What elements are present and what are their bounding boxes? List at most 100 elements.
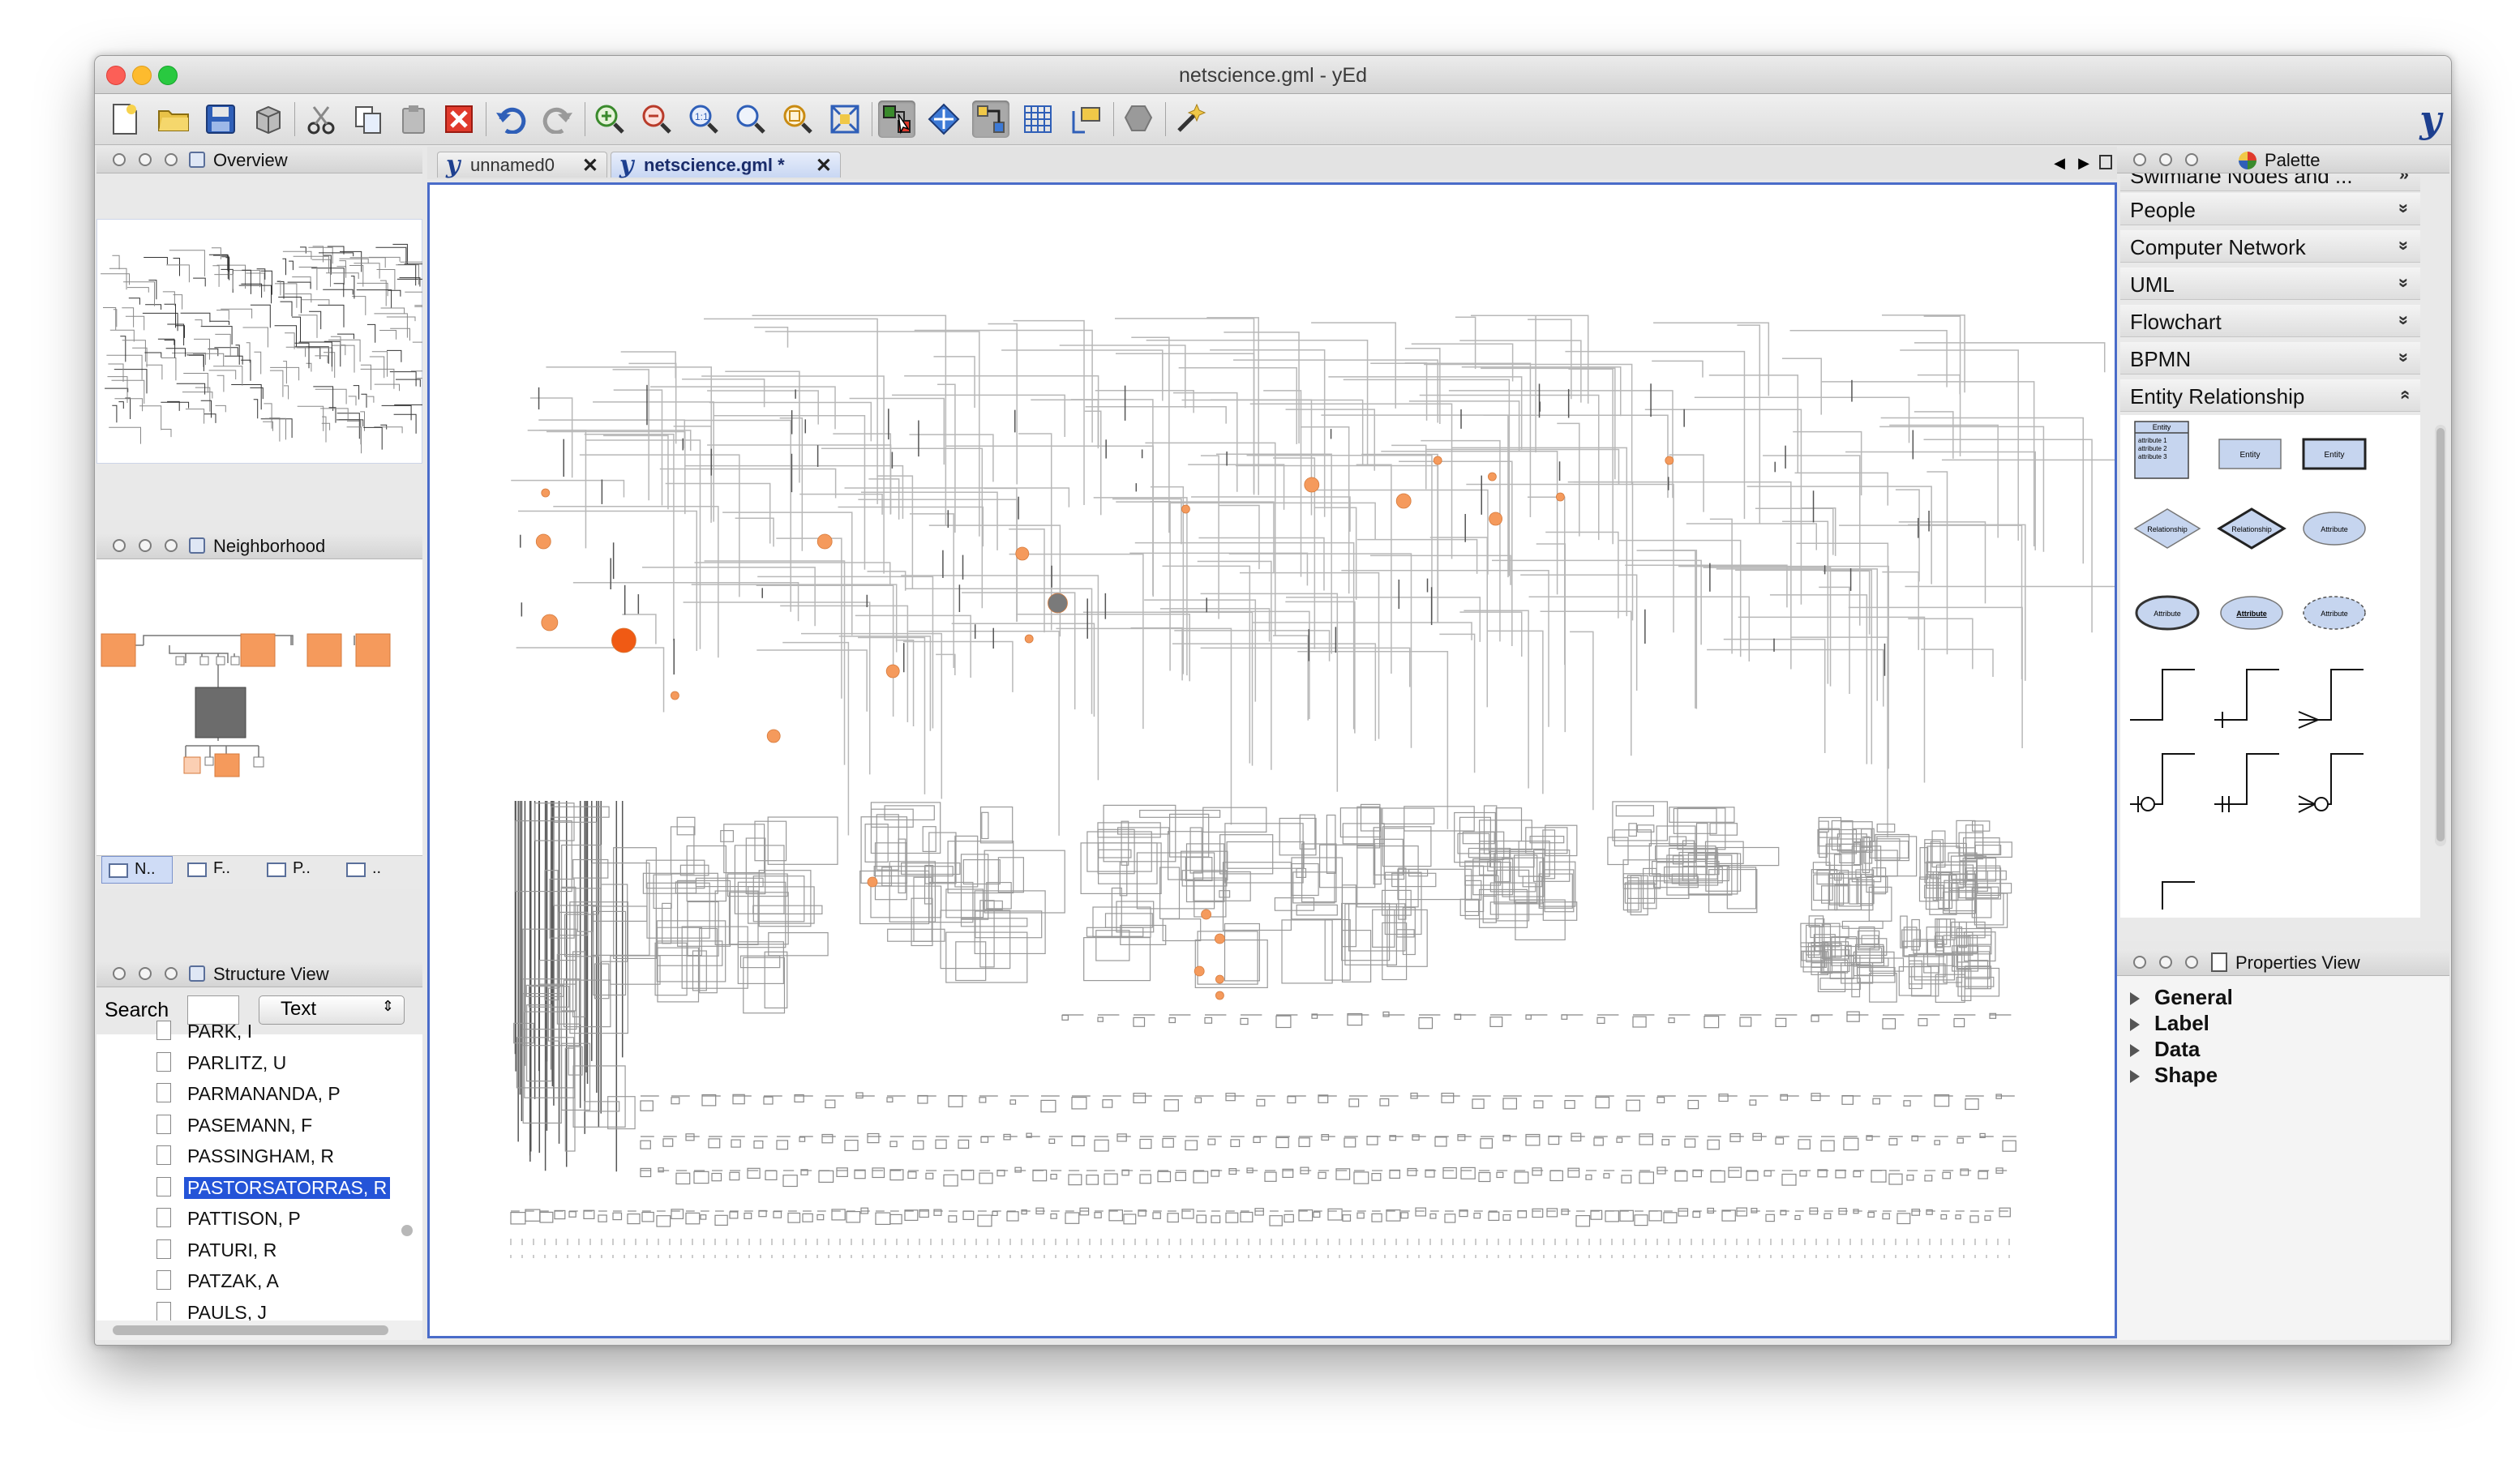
structure-tree-item[interactable]: PARLITZ, U	[103, 1049, 392, 1078]
graph-node[interactable]	[1215, 991, 1224, 1000]
graph-node[interactable]	[1215, 974, 1224, 984]
close-tab-icon[interactable]: ✕	[815, 155, 832, 177]
er-entity-strong[interactable]: Entity	[2302, 438, 2367, 470]
property-section-shape[interactable]: Shape	[2130, 1063, 2218, 1089]
er-attribute[interactable]: Attribute	[2303, 512, 2366, 546]
overview-thumbnail[interactable]	[96, 219, 422, 464]
er-entity-with-attributes[interactable]: Entity attribute 1 attribute 2 attribute…	[2134, 421, 2189, 479]
er-attribute-multivalued[interactable]: Attribute	[2135, 595, 2200, 631]
palette-scrollbar[interactable]	[2435, 425, 2446, 846]
vertical-scroll-thumb[interactable]	[401, 1225, 413, 1236]
zoom-area-icon[interactable]	[732, 101, 769, 138]
panel-maximize-icon[interactable]	[165, 967, 178, 980]
structure-tree-item[interactable]: PASEMANN, F	[103, 1111, 392, 1141]
zoom-out-icon[interactable]	[638, 101, 675, 138]
graph-node[interactable]	[816, 533, 833, 550]
graph-node[interactable]	[1181, 504, 1190, 514]
graph-node[interactable]	[867, 876, 878, 888]
graph-node[interactable]	[766, 729, 781, 743]
property-section-data[interactable]: Data	[2130, 1037, 2200, 1063]
graph-canvas[interactable]	[427, 182, 2160, 1338]
tab-scroll-left-icon[interactable]: ◀	[2054, 155, 2065, 171]
zoom-window-button[interactable]	[158, 66, 178, 85]
zoom-original-icon[interactable]: 1:1	[685, 101, 722, 138]
graph-node[interactable]	[1665, 456, 1674, 465]
undo-icon[interactable]	[492, 101, 529, 138]
graph-node[interactable]	[535, 533, 551, 550]
graph-node[interactable]	[1201, 909, 1211, 920]
structure-tree-item[interactable]: PASTORSATORRAS, R	[103, 1174, 392, 1203]
graph-node[interactable]	[1024, 634, 1034, 644]
property-section-general[interactable]: General	[2130, 985, 2233, 1011]
structure-tree-item[interactable]: PASSINGHAM, R	[103, 1142, 392, 1171]
graph-node[interactable]	[1304, 477, 1320, 493]
palette-section-flowchart[interactable]: Flowchart»	[2120, 305, 2420, 337]
minimize-window-button[interactable]	[132, 66, 152, 85]
graph-node[interactable]	[541, 488, 551, 498]
er-attribute-derived[interactable]: Attribute	[2303, 596, 2366, 630]
neighborhood-graph[interactable]	[96, 559, 422, 851]
copy-icon[interactable]	[349, 101, 387, 138]
panel-minimize-icon[interactable]	[139, 153, 152, 166]
panel-maximize-icon[interactable]	[165, 153, 178, 166]
graph-node[interactable]	[1433, 456, 1442, 465]
navigation-mode-icon[interactable]	[925, 101, 962, 138]
save-document-icon[interactable]	[202, 101, 239, 138]
tab-unnamed0[interactable]: y unnamed0 ✕	[437, 151, 607, 179]
er-edge-one[interactable]	[2214, 669, 2279, 728]
palette-section-uml[interactable]: UML»	[2120, 268, 2420, 300]
panel-minimize-icon[interactable]	[139, 967, 152, 980]
graph-node[interactable]	[1215, 933, 1225, 944]
cut-icon[interactable]	[302, 101, 340, 138]
structure-tree-item[interactable]: PATURI, R	[103, 1236, 392, 1265]
graph-node[interactable]	[1194, 965, 1205, 977]
close-tab-icon[interactable]: ✕	[581, 155, 598, 177]
structure-tree-item[interactable]: PATZAK, A	[103, 1267, 392, 1296]
panel-close-icon[interactable]	[113, 539, 126, 552]
tab-netscience[interactable]: y netscience.gml * ✕	[611, 151, 841, 179]
tab-neighborhood[interactable]: N..	[101, 856, 173, 884]
panel-minimize-icon[interactable]	[139, 539, 152, 552]
er-edge-partial[interactable]	[2162, 881, 2195, 910]
graph-node[interactable]	[670, 691, 679, 700]
orthogonal-mode-icon[interactable]	[972, 101, 1009, 138]
horizontal-scrollbar[interactable]	[113, 1325, 388, 1335]
edit-mode-icon[interactable]	[878, 101, 915, 138]
er-edge-plain[interactable]	[2130, 669, 2195, 721]
property-section-label[interactable]: Label	[2130, 1011, 2209, 1037]
panel-minimize-icon[interactable]	[2159, 956, 2172, 969]
palette-section-entity-relationship[interactable]: Entity Relationship»	[2120, 379, 2420, 412]
panel-maximize-icon[interactable]	[2185, 956, 2198, 969]
graph-node[interactable]	[1556, 492, 1565, 502]
open-document-icon[interactable]	[155, 101, 192, 138]
graph-node[interactable]	[611, 627, 636, 653]
search-input[interactable]	[187, 995, 239, 1025]
tab-scroll-right-icon[interactable]: ▶	[2078, 155, 2089, 171]
graph-node[interactable]	[1048, 593, 1068, 614]
magic-wand-icon[interactable]	[1172, 101, 1209, 138]
er-edge-many[interactable]	[2298, 669, 2364, 729]
palette-section-swimlane[interactable]: Swimlane Nodes and ...»	[2120, 173, 2420, 191]
er-entity[interactable]: Entity	[2218, 439, 2282, 469]
er-attribute-key[interactable]: Attribute	[2220, 596, 2283, 630]
graph-node[interactable]	[1015, 546, 1030, 561]
tab-predecessors[interactable]: P..	[260, 856, 332, 884]
panel-maximize-icon[interactable]	[165, 539, 178, 552]
close-window-button[interactable]	[106, 66, 126, 85]
palette-section-people[interactable]: People»	[2120, 193, 2420, 225]
zoom-fit-selection-icon[interactable]	[779, 101, 816, 138]
graph-node[interactable]	[541, 614, 559, 631]
structure-tree-item[interactable]: PARMANANDA, P	[103, 1080, 392, 1109]
panel-close-icon[interactable]	[2133, 956, 2146, 969]
structure-tree-item[interactable]: PARK, I	[103, 1017, 392, 1047]
er-relationship-strong[interactable]: Relationship	[2217, 507, 2286, 550]
tab-more[interactable]: ..	[340, 856, 411, 884]
graph-node[interactable]	[1489, 512, 1502, 526]
tab-folding[interactable]: F..	[181, 856, 252, 884]
panel-close-icon[interactable]	[113, 153, 126, 166]
delete-icon[interactable]	[440, 101, 478, 138]
palette-section-computer-network[interactable]: Computer Network»	[2120, 230, 2420, 263]
graph-node[interactable]	[1488, 472, 1497, 482]
structure-tree-item[interactable]: PAULS, J	[103, 1299, 392, 1328]
tab-list-icon[interactable]	[2099, 155, 2112, 169]
